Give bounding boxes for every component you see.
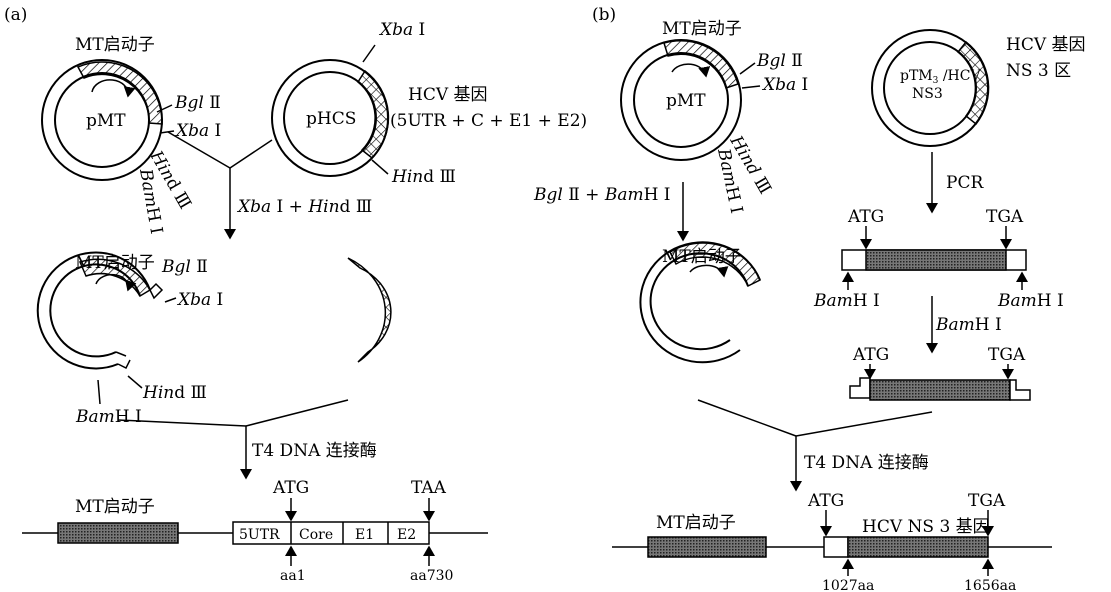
mt-promoter-block [58, 523, 178, 543]
bgl-label-b: Bgl Ⅱ [756, 51, 803, 71]
panel-b-tag: (b) [592, 5, 616, 25]
atg-label-frag: ATG [852, 345, 889, 365]
lig-line-right [246, 400, 348, 426]
bgl-pointer-b [740, 63, 755, 74]
mt-promoter-label-b3: MT启动子 [656, 513, 736, 533]
digest-label-b: Bgl Ⅱ + BamH Ⅰ [533, 185, 671, 205]
aa-start-b: 1027aa [822, 578, 874, 592]
tga-label-pcr: TGA [986, 207, 1024, 227]
seg-5utr: 5UTR [239, 527, 280, 543]
atg-label-final: ATG [807, 491, 844, 511]
bamh-right-label: BamH Ⅰ [997, 291, 1064, 311]
seg-core: Core [299, 527, 333, 543]
merge-line-right [230, 140, 272, 168]
mt-promoter-label-2: MT启动子 [75, 253, 155, 273]
panel-b: (b) pMT MT启动子 Bgl Ⅱ Xba Ⅰ Hind Ⅲ BamH Ⅰ … [533, 5, 1086, 592]
atg-label-a: ATG [272, 478, 309, 498]
tga-label-final: TGA [968, 491, 1006, 511]
hcv-insert-region [358, 71, 388, 158]
aa-end-b: 1656aa [964, 578, 1016, 592]
hind-label-2: Hind Ⅲ [142, 383, 207, 403]
phcs-plasmid: pHCS [272, 60, 388, 176]
seg-e1: E1 [355, 527, 374, 543]
xba-label-2: Xba Ⅰ [176, 290, 223, 310]
promoter-direction-arrow [92, 80, 128, 96]
final-gene-label: HCV NS 3 基因 [862, 517, 990, 537]
pmt-plasmid: pMT [42, 60, 162, 180]
pcr-product [842, 250, 1026, 270]
bamh-pointer-2 [98, 380, 100, 404]
xba-pointer-b [742, 86, 760, 88]
xba-pointer [160, 131, 174, 133]
aa-end-a: aa730 [410, 568, 453, 584]
ptm3-hcv-plasmid: pTM3 /HCV NS3 [872, 30, 989, 146]
digested-fragment [850, 378, 1030, 400]
mt-promoter-label-3: MT启动子 [75, 497, 155, 517]
seg-e2: E2 [397, 527, 416, 543]
mt-promoter-label-b2: MT启动子 [662, 247, 742, 267]
pcr-label: PCR [946, 173, 984, 193]
atg-label-pcr: ATG [847, 207, 884, 227]
bamh-label-2: BamH Ⅰ [75, 407, 142, 427]
final-construct-b [612, 537, 1052, 557]
phcs-label: pHCS [306, 109, 356, 129]
aa-start-a: aa1 [280, 568, 306, 584]
ligase-label-b: T4 DNA 连接酶 [804, 453, 929, 473]
digest-label: Xba Ⅰ + Hind Ⅲ [236, 197, 372, 217]
hcv-gene-label-b: HCV 基因 [1006, 35, 1086, 55]
hind-label-phcs: Hind Ⅲ [391, 167, 456, 187]
hind-pointer-phcs [372, 160, 388, 174]
lig-line-left-b [698, 400, 796, 436]
xba-label-b: Xba Ⅰ [761, 75, 808, 95]
xba-label: Xba Ⅰ [174, 121, 221, 141]
ligase-label-a: T4 DNA 连接酶 [252, 441, 377, 461]
hcv-gene-sublabel: (5UTR + C + E1 + E2) [390, 111, 587, 131]
bamh-left-label: BamH Ⅰ [813, 291, 880, 311]
bgl-label: Bgl Ⅱ [174, 93, 221, 113]
hind-pointer-2 [128, 376, 142, 388]
tga-label-frag: TGA [988, 345, 1026, 365]
pmt-label: pMT [86, 111, 126, 131]
panel-a-tag: (a) [4, 5, 27, 25]
lig-line-right-b [796, 412, 932, 436]
mt-promoter-label-b: MT启动子 [662, 19, 742, 39]
pmt-plasmid-b: pMT [621, 40, 741, 160]
hcv-gene-label: HCV 基因 [408, 85, 488, 105]
pmt-label-b: pMT [666, 91, 706, 111]
bgl-label-2: Bgl Ⅱ [161, 257, 208, 277]
hcv-region-label: NS 3 区 [1006, 61, 1071, 81]
taa-label: TAA [411, 478, 447, 498]
bamh-digest-label: BamH Ⅰ [935, 315, 1002, 335]
xba-pointer-phcs [363, 45, 375, 62]
insert-fragment [348, 258, 391, 362]
mt-promoter-label: MT启动子 [75, 35, 155, 55]
ptm3-label: pTM3 /HCV [900, 68, 981, 86]
xba-pointer-2 [165, 298, 176, 302]
ns3-label: NS3 [912, 86, 943, 102]
xba-label-phcs: Xba Ⅰ [378, 20, 425, 40]
panel-a: (a) pMT MT启动子 Bgl Ⅱ Xba Ⅰ Hind Ⅲ BamH Ⅰ … [4, 5, 587, 584]
